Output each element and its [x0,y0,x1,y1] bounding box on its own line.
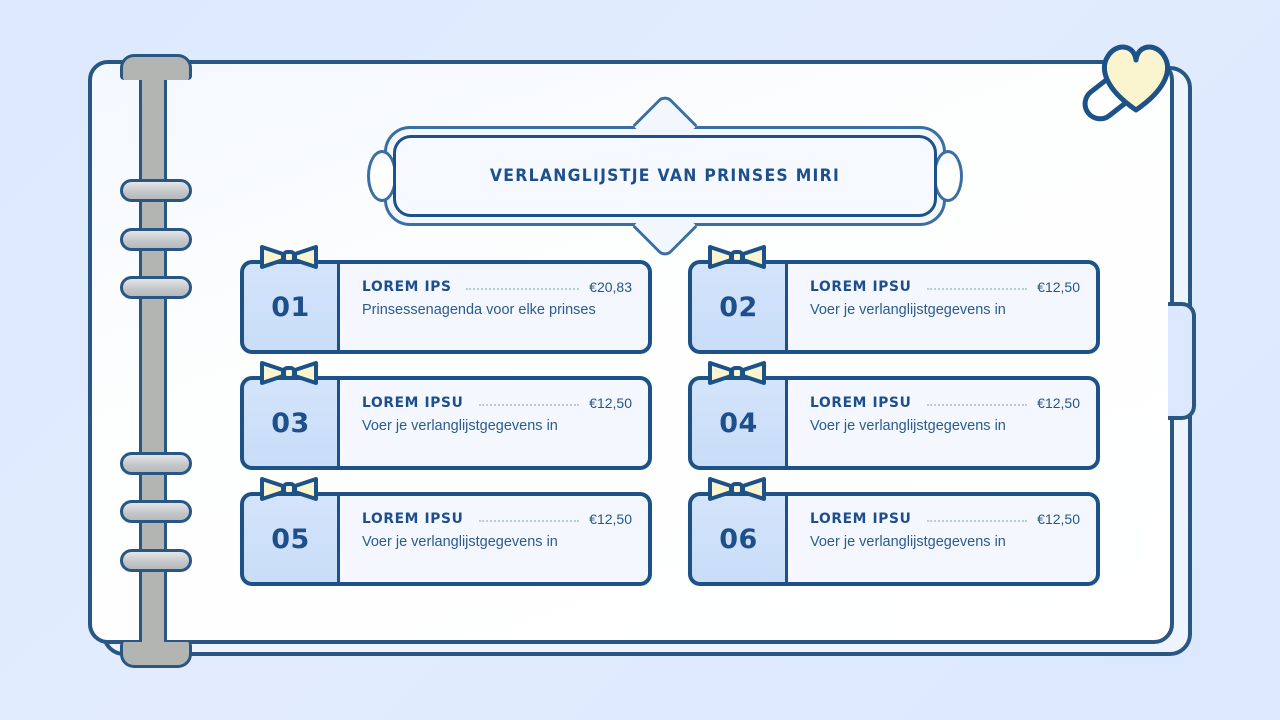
item-body: LOREM IPSU €12,50 Voer je verlanglijstge… [340,376,652,470]
item-price: €12,50 [589,511,632,527]
item-price: €12,50 [1037,279,1080,295]
notebook-page: VERLANGLIJSTJE VAN PRINSES MIRI 01 LOREM… [88,44,1196,668]
spine-cap-top [120,54,192,80]
dotted-leader [478,404,580,406]
wishlist-item[interactable]: 02 LOREM IPSU €12,50 Voer je verlanglijs… [688,245,1100,354]
wishlist-item[interactable]: 05 LOREM IPSU €12,50 Voer je verlanglijs… [240,477,652,586]
item-subtitle: Prinsessenagenda voor elke prinses [362,302,596,318]
binder-ring [120,500,192,523]
binder-ring [120,276,192,299]
item-title: LOREM IPSU [810,395,912,411]
wishlist-item[interactable]: 04 LOREM IPSU €12,50 Voer je verlanglijs… [688,361,1100,470]
binder-ring [120,452,192,475]
bow-icon [706,473,768,503]
item-number: 04 [688,376,788,470]
title-banner: VERLANGLIJSTJE VAN PRINSES MIRI [367,92,963,260]
item-title: LOREM IPSU [362,511,464,527]
item-number: 05 [240,492,340,586]
item-price: €12,50 [589,395,632,411]
item-body: LOREM IPS €20,83 Prinsessenagenda voor e… [340,260,652,354]
bookmark-tab[interactable] [1168,302,1196,420]
item-number: 03 [240,376,340,470]
page-title: VERLANGLIJSTJE VAN PRINSES MIRI [489,166,841,186]
item-subtitle: Voer je verlanglijstgegevens in [810,418,1006,434]
item-subtitle: Voer je verlanglijstgegevens in [362,534,558,550]
item-title: LOREM IPSU [362,395,464,411]
heart-decoration [1074,22,1204,132]
wishlist-grid: 01 LOREM IPS €20,83 Prinsessenagenda voo… [240,245,1100,586]
dotted-leader [478,520,580,522]
binder-ring [120,179,192,202]
bow-icon [706,241,768,271]
item-title: LOREM IPS [362,279,452,295]
dotted-leader [926,404,1028,406]
heart-icon [1082,44,1170,122]
dotted-leader [466,288,580,290]
wishlist-item[interactable]: 01 LOREM IPS €20,83 Prinsessenagenda voo… [240,245,652,354]
item-price: €20,83 [589,279,632,295]
item-subtitle: Voer je verlanglijstgegevens in [362,418,558,434]
item-number: 01 [240,260,340,354]
banner-inner-frame [393,135,937,217]
wishlist-item[interactable]: 06 LOREM IPSU €12,50 Voer je verlanglijs… [688,477,1100,586]
wishlist-item[interactable]: 03 LOREM IPSU €12,50 Voer je verlanglijs… [240,361,652,470]
item-body: LOREM IPSU €12,50 Voer je verlanglijstge… [788,376,1100,470]
heart-shape [1102,44,1170,113]
item-price: €12,50 [1037,395,1080,411]
item-body: LOREM IPSU €12,50 Voer je verlanglijstge… [788,492,1100,586]
item-price: €12,50 [1037,511,1080,527]
dotted-leader [926,288,1028,290]
dotted-leader [926,520,1028,522]
item-number: 02 [688,260,788,354]
bow-icon [258,473,320,503]
bow-icon [258,241,320,271]
spine-cap-bottom [120,642,192,668]
item-subtitle: Voer je verlanglijstgegevens in [810,302,1006,318]
item-number: 06 [688,492,788,586]
item-body: LOREM IPSU €12,50 Voer je verlanglijstge… [788,260,1100,354]
item-title: LOREM IPSU [810,511,912,527]
banner-notch-left [367,150,397,202]
item-body: LOREM IPSU €12,50 Voer je verlanglijstge… [340,492,652,586]
bow-icon [706,357,768,387]
binder-ring [120,549,192,572]
binder-ring [120,228,192,251]
item-subtitle: Voer je verlanglijstgegevens in [810,534,1006,550]
banner-notch-right [933,150,963,202]
notebook-binder: VERLANGLIJSTJE VAN PRINSES MIRI 01 LOREM… [88,44,1196,668]
bow-icon [258,357,320,387]
item-title: LOREM IPSU [810,279,912,295]
binder-spine [120,54,192,668]
